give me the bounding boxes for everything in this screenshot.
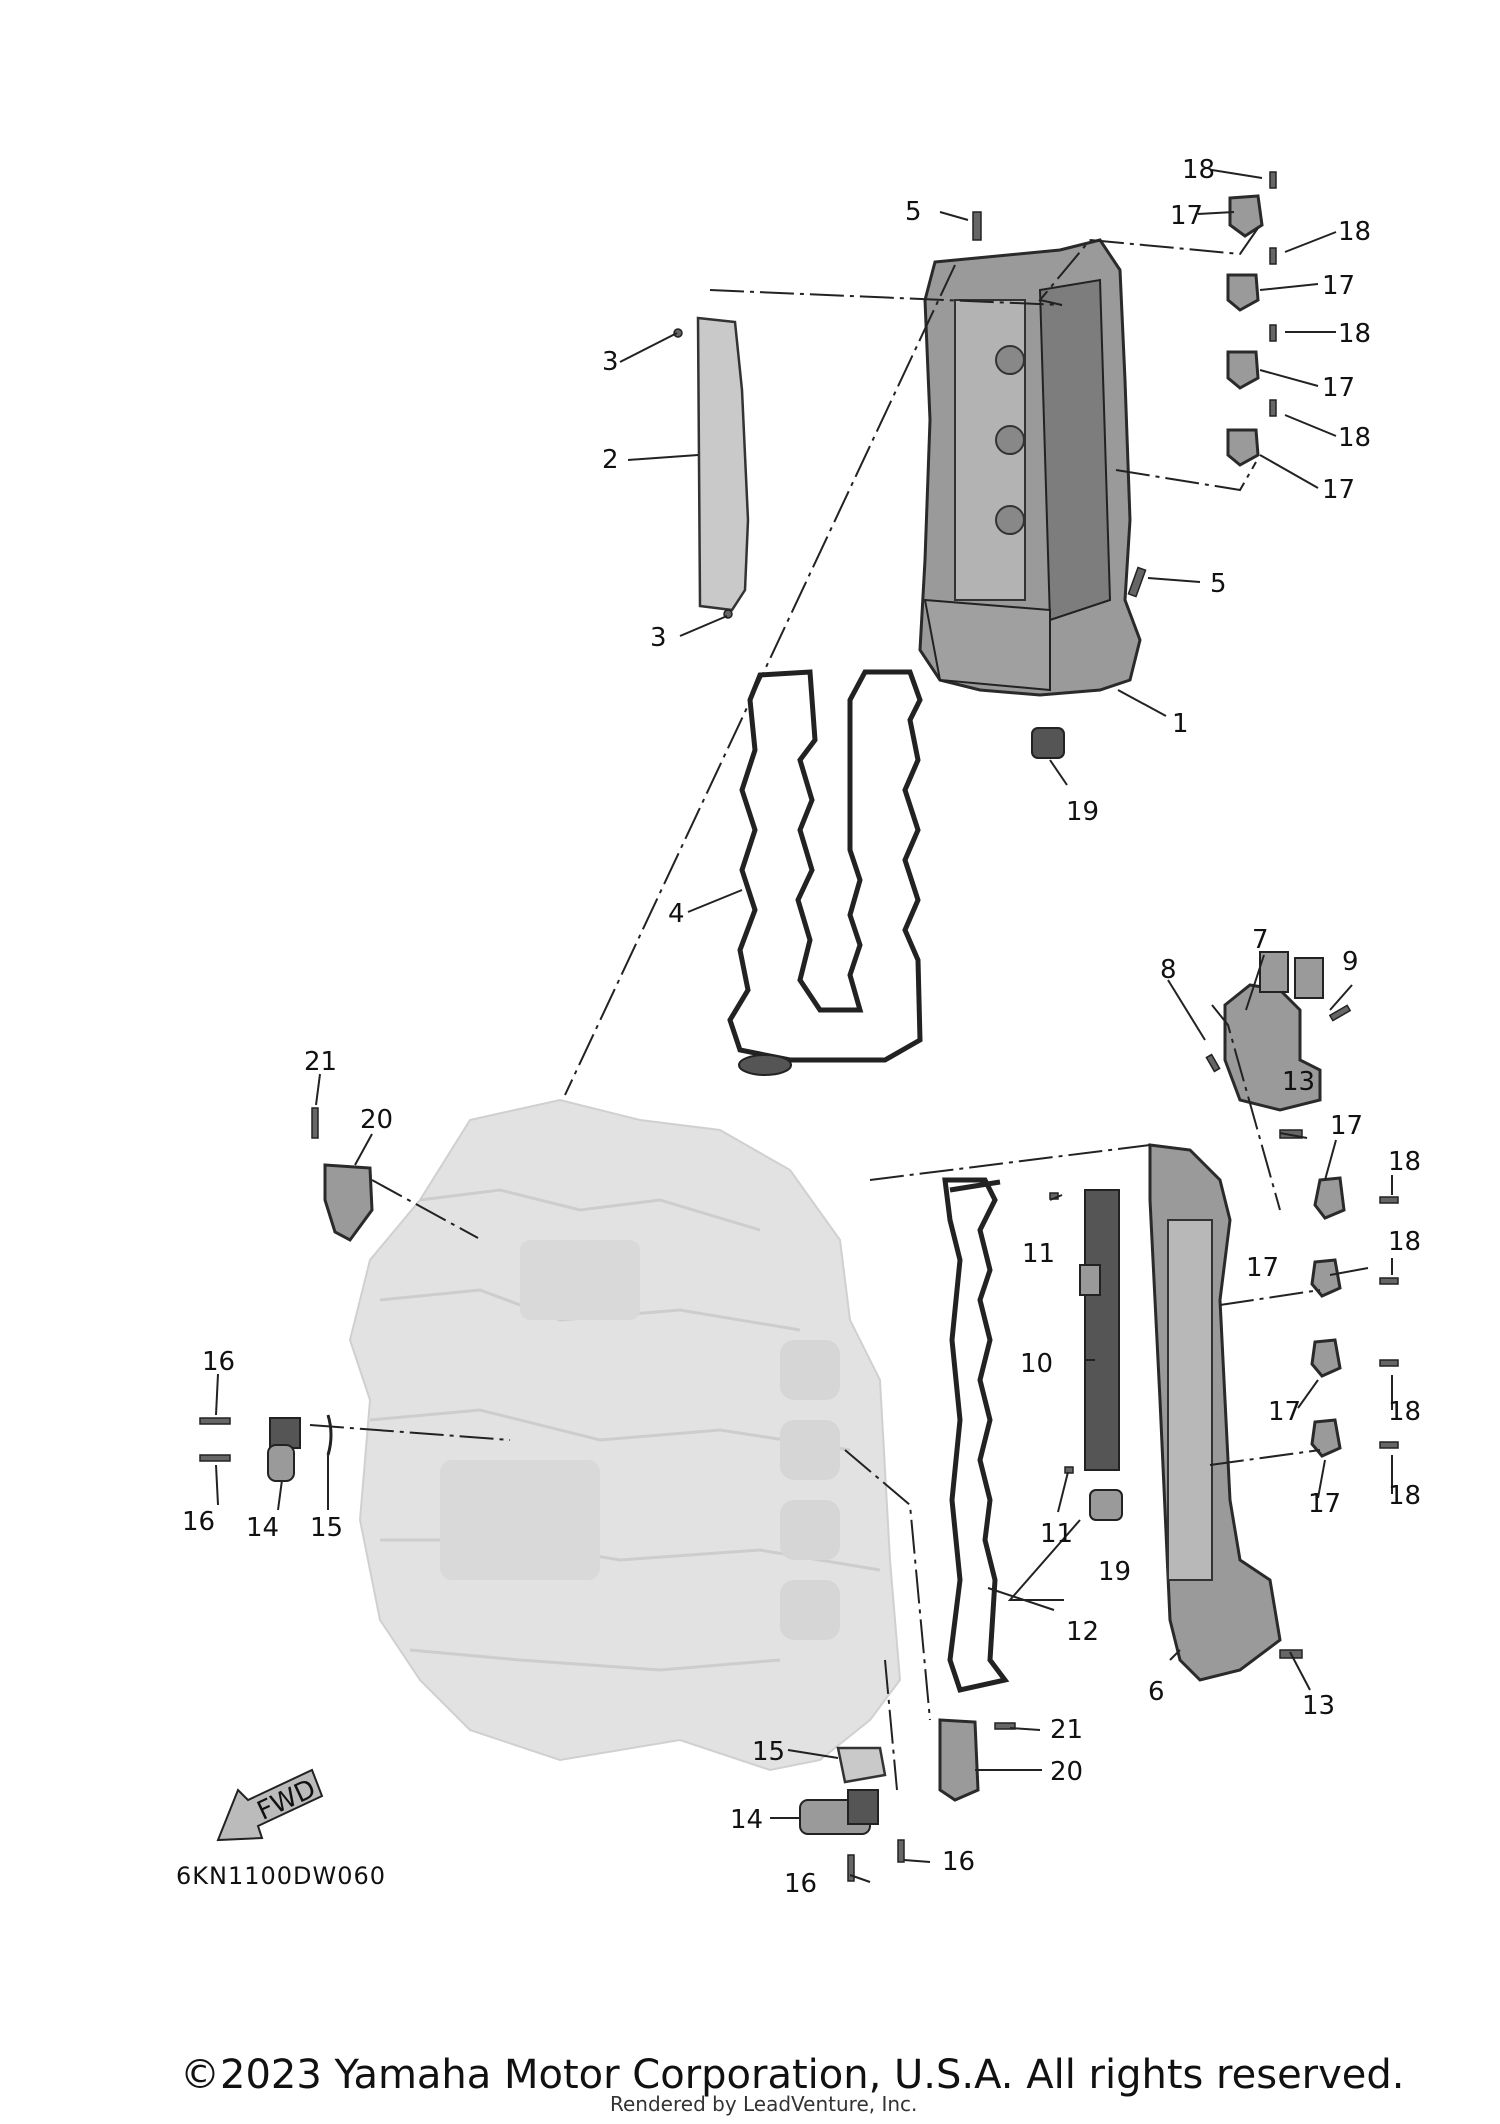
callout-13: 13 [1282, 1067, 1315, 1097]
callout-labels: 18 17 18 17 18 17 18 17 5 5 1 3 2 3 4 19… [182, 155, 1421, 1899]
callout-18: 18 [1388, 1147, 1421, 1177]
callout-19: 19 [1098, 1557, 1131, 1587]
callout-1: 1 [1172, 709, 1189, 739]
callout-5: 5 [1210, 569, 1227, 599]
callout-9: 9 [1342, 947, 1359, 977]
callout-3: 3 [650, 623, 667, 653]
brackets-17 [1226, 194, 1346, 1458]
callout-18: 18 [1338, 423, 1371, 453]
engine-block [348, 1098, 902, 1772]
callout-20: 20 [360, 1105, 393, 1135]
callout-18: 18 [1338, 217, 1371, 247]
callout-18: 18 [1388, 1481, 1421, 1511]
callout-21: 21 [1050, 1715, 1083, 1745]
rendered-by-notice: Rendered by LeadVenture, Inc. [610, 2092, 918, 2116]
oil-valve-seal-15-lower [836, 1746, 887, 1784]
callout-17: 17 [1330, 1111, 1363, 1141]
callout-18: 18 [1182, 155, 1215, 185]
callout-14: 14 [730, 1805, 763, 1835]
leader-lines [215, 169, 1393, 1883]
callout-13: 13 [1302, 1691, 1335, 1721]
forward-direction-arrow: FWD [216, 1768, 324, 1842]
callout-16: 16 [182, 1507, 215, 1537]
callout-18: 18 [1388, 1397, 1421, 1427]
callout-14: 14 [246, 1513, 279, 1543]
callout-17: 17 [1322, 271, 1355, 301]
callout-3: 3 [602, 347, 619, 377]
callout-5: 5 [905, 197, 922, 227]
callout-17: 17 [1322, 373, 1355, 403]
callout-10: 10 [1020, 1349, 1053, 1379]
callout-4: 4 [668, 899, 685, 929]
cylinder-head-cover [918, 238, 1142, 697]
bracket-20-lower [938, 1718, 980, 1802]
callout-20: 20 [1050, 1757, 1083, 1787]
callout-15: 15 [310, 1513, 343, 1543]
assembly-chain-lines [309, 227, 1321, 1791]
exhaust-gasket [1084, 1189, 1120, 1471]
callout-2: 2 [602, 445, 619, 475]
callout-16: 16 [202, 1347, 235, 1377]
diagram-code: 6KN1100DW060 [176, 1862, 387, 1890]
bracket-20-upper [323, 1163, 374, 1242]
exhaust-cover [1148, 1143, 1282, 1682]
callout-17: 17 [1246, 1253, 1279, 1283]
callout-17: 17 [1308, 1489, 1341, 1519]
callout-17: 17 [1170, 201, 1203, 231]
oil-control-valve-14-lower [799, 1789, 879, 1835]
blind-cap-19-lower [1089, 1489, 1123, 1521]
callout-16: 16 [784, 1869, 817, 1899]
callout-7: 7 [1252, 925, 1269, 955]
callout-6: 6 [1148, 1677, 1165, 1707]
blind-cap-19-upper [1031, 727, 1065, 759]
cover-plate [696, 316, 750, 612]
exhaust-cover-gasket [942, 1177, 1010, 1693]
head-cover-gasket [727, 669, 923, 1076]
thermostat-housing [1223, 951, 1324, 1112]
callout-18: 18 [1388, 1227, 1421, 1257]
copyright-notice: ©2023 Yamaha Motor Corporation, U.S.A. A… [180, 2052, 1405, 2098]
callout-15: 15 [752, 1737, 785, 1767]
bolts-and-fasteners [199, 171, 1399, 1882]
callout-11: 11 [1022, 1239, 1055, 1269]
callout-16: 16 [942, 1847, 975, 1877]
callout-19: 19 [1066, 797, 1099, 827]
callout-17: 17 [1322, 475, 1355, 505]
callout-17: 17 [1268, 1397, 1301, 1427]
callout-11: 11 [1040, 1519, 1073, 1549]
oil-control-valve-14-left [267, 1417, 301, 1482]
callout-12: 12 [1066, 1617, 1099, 1647]
callout-18: 18 [1338, 319, 1371, 349]
callout-8: 8 [1160, 955, 1177, 985]
callout-21: 21 [304, 1047, 337, 1077]
